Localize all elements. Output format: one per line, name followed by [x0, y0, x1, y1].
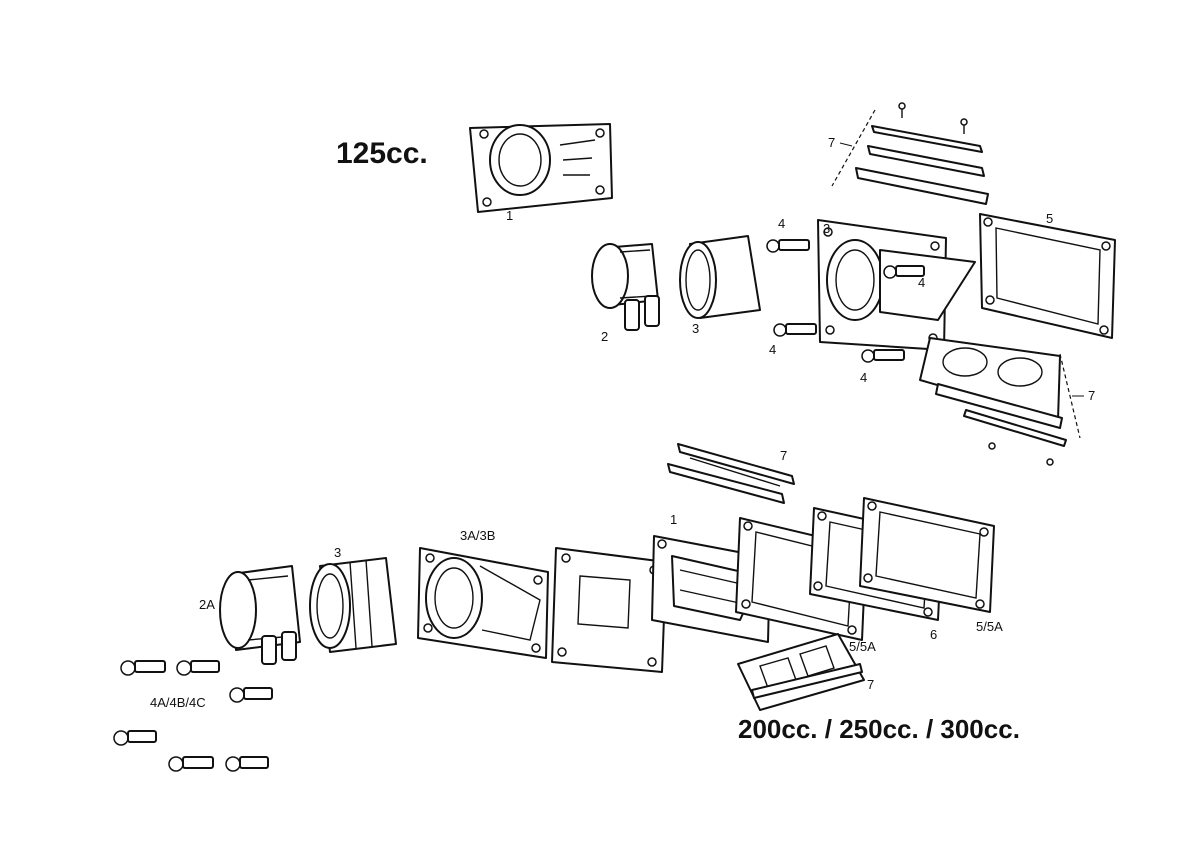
part-3a3b-flange — [417, 547, 549, 659]
label-5-5a-a: 5/5A — [849, 639, 876, 654]
part-spacer-plate — [551, 547, 667, 673]
label-7-top-b: 7 — [1088, 388, 1095, 403]
bolt-top-d — [883, 265, 925, 279]
label-4-top-a: 4 — [778, 216, 785, 231]
label-7-bottom: 7 — [867, 677, 874, 692]
bolt-bottom-6 — [225, 756, 269, 772]
label-4-top-b: 4 — [769, 342, 776, 357]
label-3a3b: 3A/3B — [460, 528, 495, 543]
label-1-bottom: 1 — [670, 512, 677, 527]
part-2a-clamp — [219, 565, 301, 665]
bolt-top-c — [861, 349, 905, 363]
label-4-top-d: 4 — [918, 275, 925, 290]
bolt-bottom-5 — [168, 756, 214, 772]
label-4-top-c: 4 — [860, 370, 867, 385]
part-3-top-sleeve — [679, 235, 761, 319]
label-3-top: 3 — [692, 321, 699, 336]
bolt-bottom-4 — [113, 730, 157, 746]
label-1-top: 1 — [506, 208, 513, 223]
label-2-top: 2 — [601, 329, 608, 344]
label-6: 6 — [930, 627, 937, 642]
bolt-bottom-2 — [176, 660, 220, 676]
label-7-top-a: 7 — [828, 135, 835, 150]
label-7-mid: 7 — [780, 448, 787, 463]
bolt-top-a — [766, 239, 810, 253]
label-2a: 2A — [199, 597, 215, 612]
label-4abc: 4A/4B/4C — [150, 695, 206, 710]
label-3-top-housing: 3 — [823, 221, 830, 236]
part-4-top-bolts — [766, 239, 925, 363]
part-5-5a-frame-back — [859, 497, 995, 613]
label-5-top: 5 — [1046, 211, 1053, 226]
part-7-bottom-reedplate — [737, 633, 865, 711]
part-4abc-bolts — [113, 660, 273, 772]
part-7-top-gasket — [919, 337, 1081, 466]
part-5-top-frame — [979, 213, 1116, 339]
part-2-top-clamp — [591, 243, 660, 331]
label-3-bottom: 3 — [334, 545, 341, 560]
part-7-top-reeds — [831, 102, 989, 205]
part-3-top-housing — [817, 219, 976, 351]
part-3-bottom-sleeve — [309, 557, 397, 653]
part-1-top-flange — [469, 123, 613, 213]
label-5-5a-b: 5/5A — [976, 619, 1003, 634]
bolt-bottom-1 — [120, 660, 166, 676]
bolt-top-b — [773, 323, 817, 337]
title-125cc: 125cc. — [336, 137, 428, 170]
title-200-250-300cc: 200cc. / 250cc. / 300cc. — [738, 714, 1020, 744]
bolt-bottom-3 — [229, 687, 273, 703]
part-7-mid-reeds — [667, 443, 795, 504]
